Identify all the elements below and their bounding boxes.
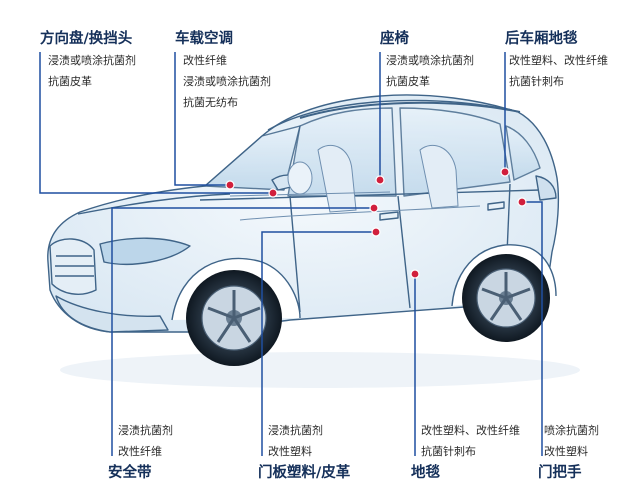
callout-handle-title: 门把手 xyxy=(538,465,582,481)
callout-trunk-item: 改性塑料、改性纤维 xyxy=(509,54,608,67)
callout-ac-item: 改性纤维 xyxy=(183,54,227,67)
callout-seatbelt: 浸渍抗菌剂 改性纤维 安全带 xyxy=(108,420,173,482)
callout-seat-item: 浸渍或喷涂抗菌剂 xyxy=(386,54,474,67)
callout-seat-item: 抗菌皮革 xyxy=(386,75,430,88)
callout-seatbelt-title: 安全带 xyxy=(108,465,152,481)
dot-steering xyxy=(268,188,278,198)
interior xyxy=(229,145,481,221)
callout-handle-item: 改性塑料 xyxy=(544,445,588,458)
leader-seatbelt xyxy=(111,207,374,456)
dot-trunk xyxy=(500,167,510,177)
callout-handle-item: 喷涂抗菌剂 xyxy=(544,424,599,437)
callout-trunk-title: 后车厢地毯 xyxy=(505,31,578,47)
callout-trunk: 后车厢地毯 改性塑料、改性纤维 抗菌针刺布 xyxy=(505,30,608,92)
callout-ac-title: 车载空调 xyxy=(175,31,233,47)
dot-handle xyxy=(517,197,527,207)
dot-ac xyxy=(225,180,235,190)
callout-steering-item: 抗菌皮革 xyxy=(48,75,92,88)
leader-door xyxy=(261,231,376,456)
rear-wheel xyxy=(462,254,550,342)
leader-handle xyxy=(522,201,543,456)
callout-door-panel-title: 门板塑料/皮革 xyxy=(258,465,351,481)
leader-steering xyxy=(39,52,273,194)
callout-steering-item: 浸渍或喷涂抗菌剂 xyxy=(48,54,136,67)
callout-floor-title: 地毯 xyxy=(411,465,440,481)
marker-dots xyxy=(225,167,527,279)
dot-seatbelt xyxy=(369,203,379,213)
dot-door xyxy=(371,227,381,237)
callout-floor-item: 抗菌针刺布 xyxy=(421,445,476,458)
callout-door-panel-item: 浸渍抗菌剂 xyxy=(268,424,323,437)
callout-steering: 方向盘/换挡头 浸渍或喷涂抗菌剂 抗菌皮革 xyxy=(40,30,136,92)
callout-seat: 座椅 浸渍或喷涂抗菌剂 抗菌皮革 xyxy=(380,30,474,92)
leader-ac xyxy=(174,52,230,186)
callout-door-panel: 浸渍抗菌剂 改性塑料 门板塑料/皮革 xyxy=(258,420,350,482)
leader-lines xyxy=(39,52,543,456)
callout-seatbelt-item: 改性纤维 xyxy=(118,445,162,458)
callout-trunk-item: 抗菌针刺布 xyxy=(509,75,564,88)
dot-floor xyxy=(410,269,420,279)
callout-seat-title: 座椅 xyxy=(380,31,409,47)
front-wheel xyxy=(186,270,282,366)
callout-steering-title: 方向盘/换挡头 xyxy=(40,31,133,47)
ground-shadow xyxy=(60,352,580,388)
callout-ac-item: 浸渍或喷涂抗菌剂 xyxy=(183,75,271,88)
dot-seat xyxy=(375,175,385,185)
callout-floor-item: 改性塑料、改性纤维 xyxy=(421,424,520,437)
callout-seatbelt-item: 浸渍抗菌剂 xyxy=(118,424,173,437)
callout-ac: 车载空调 改性纤维 浸渍或喷涂抗菌剂 抗菌无纺布 xyxy=(175,30,271,113)
callout-floor: 改性塑料、改性纤维 抗菌针刺布 地毯 xyxy=(411,420,520,482)
callout-ac-item: 抗菌无纺布 xyxy=(183,96,238,109)
callout-door-panel-item: 改性塑料 xyxy=(268,445,312,458)
callout-handle: 喷涂抗菌剂 改性塑料 门把手 xyxy=(538,420,599,482)
